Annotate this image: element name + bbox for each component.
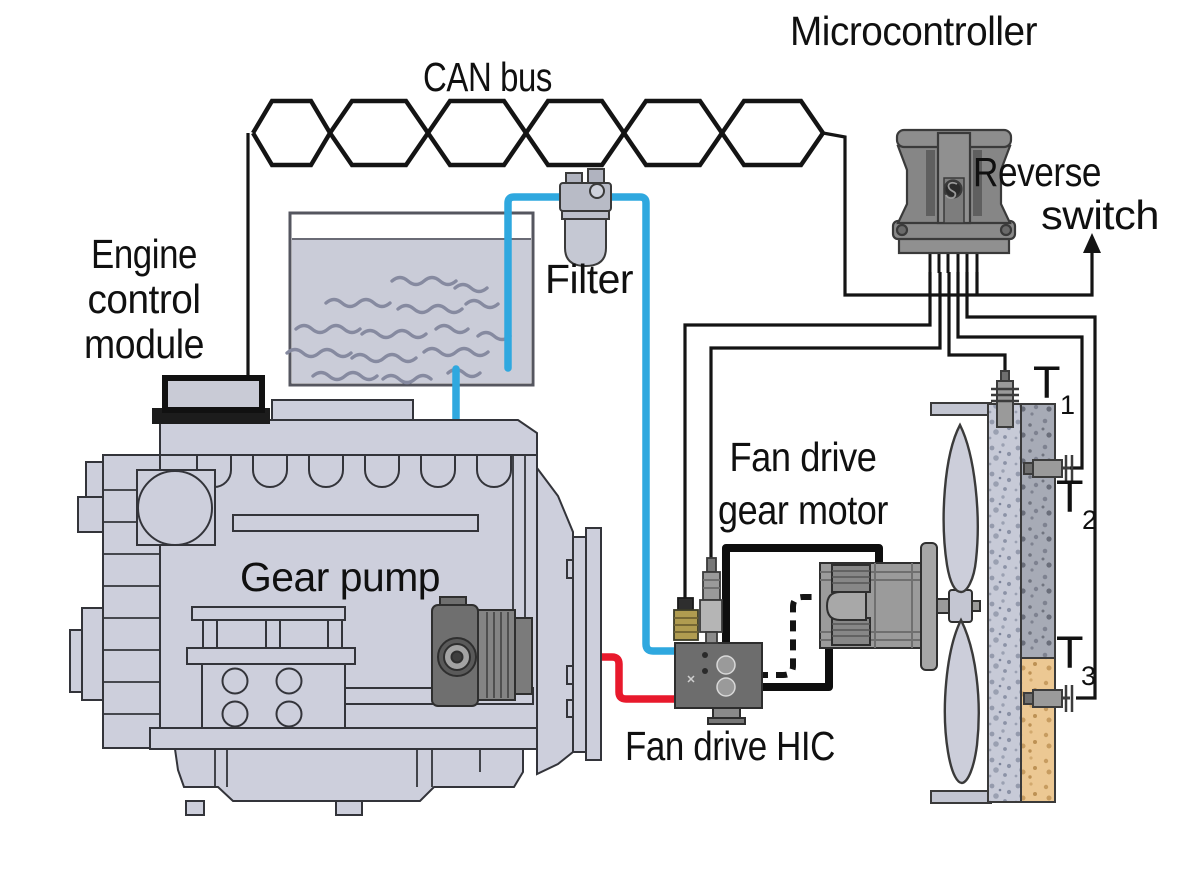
engine-top-plinth xyxy=(271,399,414,421)
reverse-switch-label-line2: switch xyxy=(1041,192,1159,238)
fan-drive-gear-motor-label-line1: Fan drive xyxy=(730,434,877,480)
engine-deck xyxy=(159,419,538,456)
t3-label: T xyxy=(1056,627,1084,678)
oil-pan xyxy=(173,748,524,802)
diagram-labels: CAN bus Microcontroller Reverse switch E… xyxy=(84,8,1160,769)
twisted-wire-b xyxy=(251,98,825,168)
reverse-switch-arrowhead xyxy=(1083,233,1101,253)
reverse-switch-label-line1: Reverse xyxy=(973,149,1101,195)
gear-pump xyxy=(431,596,533,707)
motor-mount-flange xyxy=(920,542,938,671)
can-bus-label: CAN bus xyxy=(423,54,552,100)
hydraulic-reservoir xyxy=(285,211,535,387)
t1-sensor xyxy=(991,370,1019,428)
t1-label: T xyxy=(1033,357,1061,408)
fan-drive-gear-motor-label-line2: gear motor xyxy=(718,487,888,533)
fan-drive-hic-block xyxy=(674,642,763,725)
t2-wire xyxy=(956,272,1084,470)
filter xyxy=(559,168,612,268)
t3-wire xyxy=(965,272,1097,700)
solenoid1-wire xyxy=(683,272,932,600)
t3-label-sub: 3 xyxy=(1081,661,1096,691)
hic-brass-solenoid xyxy=(673,597,699,641)
radiator xyxy=(930,402,1056,804)
gear-pump-label: Gear pump xyxy=(240,554,440,600)
t1-label-sub: 1 xyxy=(1060,390,1075,420)
can-bus-twisted-pair xyxy=(251,98,825,168)
bell-housing xyxy=(536,465,602,776)
t2-sensor xyxy=(1023,455,1074,482)
can-bus-to-microcontroller-wire xyxy=(822,131,1094,297)
engine xyxy=(69,399,602,816)
radiator-bottom-bracket xyxy=(930,790,992,804)
hic-to-motor-hose-top xyxy=(722,544,883,662)
engine-front-pulley xyxy=(137,470,213,546)
fan-blade-lower xyxy=(943,617,980,785)
microcontroller-module xyxy=(891,128,1017,273)
engine-accessory-mount xyxy=(186,606,356,730)
ecm-label-line2: control xyxy=(88,276,201,322)
fan-blade-upper xyxy=(942,422,979,594)
solenoid2-wire xyxy=(709,272,942,562)
filter-label: Filter xyxy=(545,256,633,302)
t2-label: T xyxy=(1056,471,1084,522)
pump-to-hic-pressure-line xyxy=(457,653,677,703)
electrical-wires xyxy=(246,131,1097,700)
t2-label-sub: 2 xyxy=(1082,505,1097,535)
ecm-label-line1: Engine xyxy=(91,231,197,277)
radiator-lower-tank xyxy=(1020,657,1056,803)
radiator-top-bracket xyxy=(930,402,992,416)
tank-dip-tube xyxy=(504,193,564,372)
engine-bottom-rail xyxy=(149,727,541,750)
ecm-label-line3: module xyxy=(84,321,204,367)
filter-to-hic-line xyxy=(610,193,677,655)
engine-control-module xyxy=(152,375,270,424)
fan-drive-gear-motor xyxy=(819,542,981,671)
fluid-squiggles xyxy=(285,275,512,385)
t3-sensor xyxy=(1023,685,1074,712)
fan-hub xyxy=(948,589,973,623)
hic-proportional-valve xyxy=(699,557,723,644)
microcontroller-pins xyxy=(928,252,979,273)
microcontroller-label: Microcontroller xyxy=(790,8,1037,54)
t1-wire xyxy=(947,272,1007,374)
fan-blades xyxy=(942,422,980,785)
fan-drive-hic-label: Fan drive HIC xyxy=(625,723,835,769)
